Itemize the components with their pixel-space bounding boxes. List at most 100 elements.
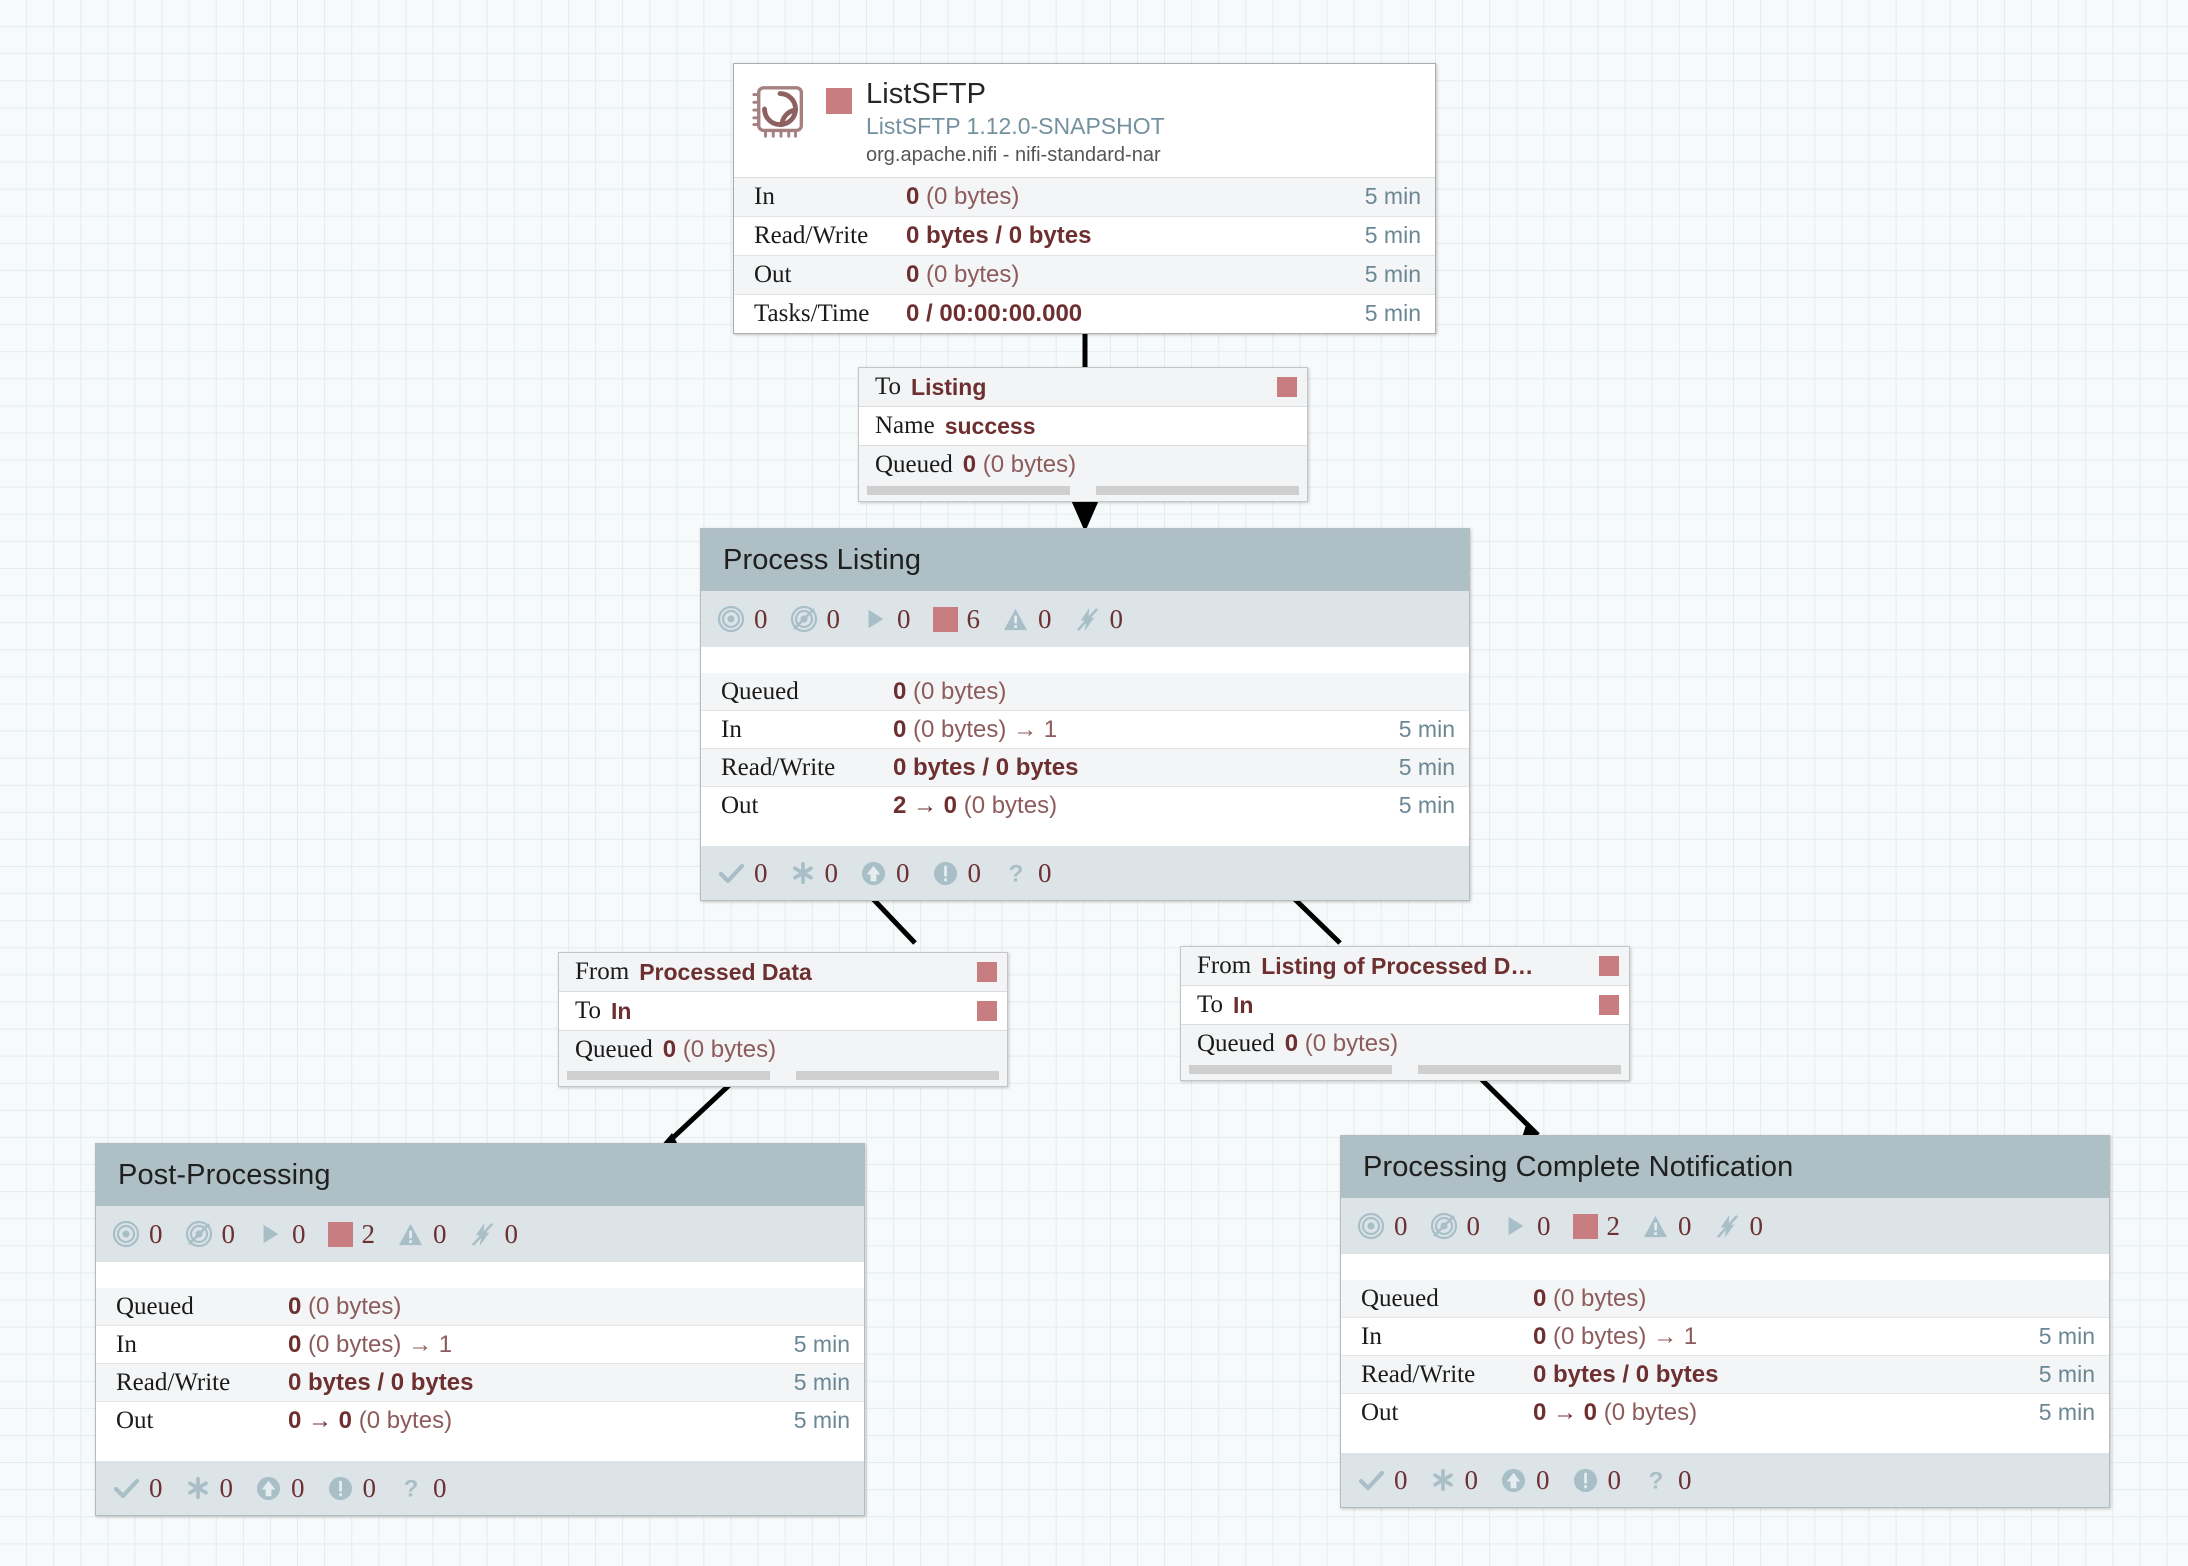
- row-detail: (0 bytes): [926, 260, 1020, 288]
- footer-stat-check[interactable]: 0: [1357, 1465, 1408, 1496]
- process-group-spacer: [701, 647, 1469, 673]
- stat-count: 0: [967, 857, 982, 888]
- process-group-processing-complete-notification[interactable]: Processing Complete Notification 0: [1340, 1135, 2110, 1508]
- row-label: Read/Write: [754, 221, 869, 249]
- process-group-stats: Queued 0 (0 bytes) In 0 (0 bytes) → 1 5 …: [96, 1288, 864, 1439]
- footer-stat-exclamation[interactable]: 0: [1572, 1464, 1622, 1496]
- stat-count: 0: [362, 1472, 377, 1503]
- queue-size-bar: [795, 1071, 999, 1080]
- stat-count: 0: [1749, 1210, 1764, 1241]
- process-group-stats: Queued 0 (0 bytes) In 0 (0 bytes) → 1 5 …: [1341, 1280, 2109, 1431]
- stat-not-transmitting[interactable]: 0: [790, 604, 840, 635]
- processor-listsftp[interactable]: ListSFTP ListSFTP 1.12.0-SNAPSHOT org.ap…: [733, 63, 1436, 334]
- footer-stat-up-arrow[interactable]: 0: [860, 858, 910, 889]
- process-group-status-bar: 0 0 0: [701, 591, 1469, 647]
- stat-running[interactable]: 0: [257, 1219, 306, 1250]
- footer-stat-exclamation[interactable]: 0: [327, 1472, 377, 1504]
- footer-stat-up-arrow[interactable]: 0: [255, 1473, 305, 1504]
- stat-stopped[interactable]: 2: [327, 1219, 375, 1250]
- connection-row-from: From Processed Data: [559, 953, 1007, 992]
- connection-row-to: To Listing: [859, 368, 1307, 407]
- process-group-post-processing[interactable]: Post-Processing 0: [95, 1143, 865, 1516]
- connection-row-queued: Queued 0 (0 bytes): [559, 1031, 1007, 1069]
- stat-transmitting[interactable]: 0: [1357, 1211, 1408, 1242]
- connection-label-listing-processed-in[interactable]: From Listing of Processed D… To In Queue…: [1180, 946, 1630, 1081]
- queue-size-bar: [1095, 486, 1299, 495]
- footer-stat-asterisk[interactable]: 0: [1430, 1465, 1478, 1496]
- row-time: 5 min: [1364, 183, 1421, 210]
- row-detail: (0 bytes): [926, 182, 1020, 210]
- exclamation-icon: [1572, 1467, 1599, 1494]
- group-row-readwrite: Read/Write 0 bytes / 0 bytes 5 min: [1341, 1356, 2109, 1394]
- stopped-icon: [1572, 1213, 1598, 1239]
- stat-not-transmitting[interactable]: 0: [185, 1219, 235, 1250]
- stat-running[interactable]: 0: [1502, 1211, 1551, 1242]
- processor-row-in: In 0 (0 bytes) 5 min: [734, 177, 1435, 217]
- row-label: Queued: [721, 677, 799, 705]
- stat-invalid[interactable]: 0: [1642, 1211, 1692, 1242]
- process-group-bottom-pad: [1341, 1431, 2109, 1453]
- footer-stat-question[interactable]: ? 0: [1643, 1465, 1692, 1496]
- svg-text:?: ?: [404, 1475, 419, 1501]
- process-group-status-bar: 0 0 0: [1341, 1198, 2109, 1254]
- row-value: 0: [288, 1330, 302, 1358]
- disabled-icon: [1714, 1213, 1741, 1240]
- stat-count: 0: [754, 857, 768, 888]
- footer-stat-check[interactable]: 0: [112, 1473, 163, 1504]
- process-group-process-listing[interactable]: Process Listing 0: [700, 528, 1470, 901]
- stat-disabled[interactable]: 0: [1074, 604, 1123, 635]
- stat-stopped[interactable]: 6: [932, 604, 980, 635]
- question-icon: ?: [398, 1475, 424, 1501]
- row-time: 5 min: [2038, 1361, 2095, 1387]
- row-value: 0: [906, 182, 920, 210]
- footer-stat-question[interactable]: ? 0: [398, 1473, 447, 1504]
- queue-progress-bars: [559, 1069, 1007, 1086]
- footer-stat-up-arrow[interactable]: 0: [1500, 1465, 1550, 1496]
- processor-row-out: Out 0 (0 bytes) 5 min: [734, 255, 1435, 295]
- row-value: 2 → 0: [893, 791, 958, 819]
- footer-stat-question[interactable]: ? 0: [1003, 858, 1052, 889]
- row-label: Read/Write: [721, 753, 836, 781]
- stat-transmitting[interactable]: 0: [112, 1219, 163, 1250]
- stat-transmitting[interactable]: 0: [717, 604, 768, 635]
- group-row-out: Out 2 → 0 (0 bytes) 5 min: [701, 787, 1469, 824]
- queued-count: 0: [662, 1036, 677, 1063]
- row-label: In: [754, 182, 775, 210]
- stat-disabled[interactable]: 0: [1714, 1210, 1764, 1242]
- row-detail: (0 bytes) → 1: [913, 715, 1058, 743]
- up-arrow-icon: [1500, 1467, 1527, 1494]
- queue-count-bar: [567, 1071, 771, 1080]
- stat-invalid[interactable]: 0: [397, 1219, 447, 1250]
- question-icon: ?: [1003, 860, 1029, 886]
- queue-size-bar: [1417, 1065, 1621, 1074]
- connection-row-name: Name success: [859, 407, 1307, 446]
- group-row-out: Out 0 → 0 (0 bytes) 5 min: [96, 1402, 864, 1439]
- processor-row-tasks-time: Tasks/Time 0 / 00:00:00.000 5 min: [734, 295, 1435, 333]
- process-group-title: Processing Complete Notification: [1341, 1136, 2109, 1198]
- stat-stopped[interactable]: 2: [1572, 1211, 1620, 1242]
- connection-label-listsftp-listing[interactable]: To Listing Name success Queued 0 (0 byte…: [858, 367, 1308, 502]
- stat-invalid[interactable]: 0: [1002, 604, 1052, 635]
- row-time: 5 min: [1364, 222, 1421, 249]
- stat-running[interactable]: 0: [862, 604, 911, 635]
- footer-stat-asterisk[interactable]: 0: [185, 1473, 233, 1504]
- footer-stat-exclamation[interactable]: 0: [932, 857, 982, 889]
- group-row-queued: Queued 0 (0 bytes): [96, 1288, 864, 1326]
- row-detail: (0 bytes): [1603, 1398, 1698, 1426]
- row-time: 5 min: [2038, 1323, 2095, 1349]
- row-value: 0 → 0: [1533, 1398, 1598, 1426]
- footer-stat-asterisk[interactable]: 0: [790, 858, 838, 889]
- connection-label-processed-data-in[interactable]: From Processed Data To In Queued 0 (0 by…: [558, 952, 1008, 1087]
- footer-stat-check[interactable]: 0: [717, 858, 768, 889]
- stat-disabled[interactable]: 0: [469, 1218, 519, 1250]
- queued-size: (0 bytes): [1304, 1030, 1399, 1057]
- check-icon: [717, 859, 745, 887]
- stat-not-transmitting[interactable]: 0: [1430, 1211, 1480, 1242]
- processor-chip-icon: [750, 81, 812, 143]
- process-group-bottom-pad: [96, 1439, 864, 1461]
- stat-count: 0: [504, 1218, 519, 1249]
- stat-count: 0: [1536, 1464, 1550, 1495]
- stat-count: 0: [1607, 1464, 1622, 1495]
- invalid-icon: [1642, 1213, 1669, 1240]
